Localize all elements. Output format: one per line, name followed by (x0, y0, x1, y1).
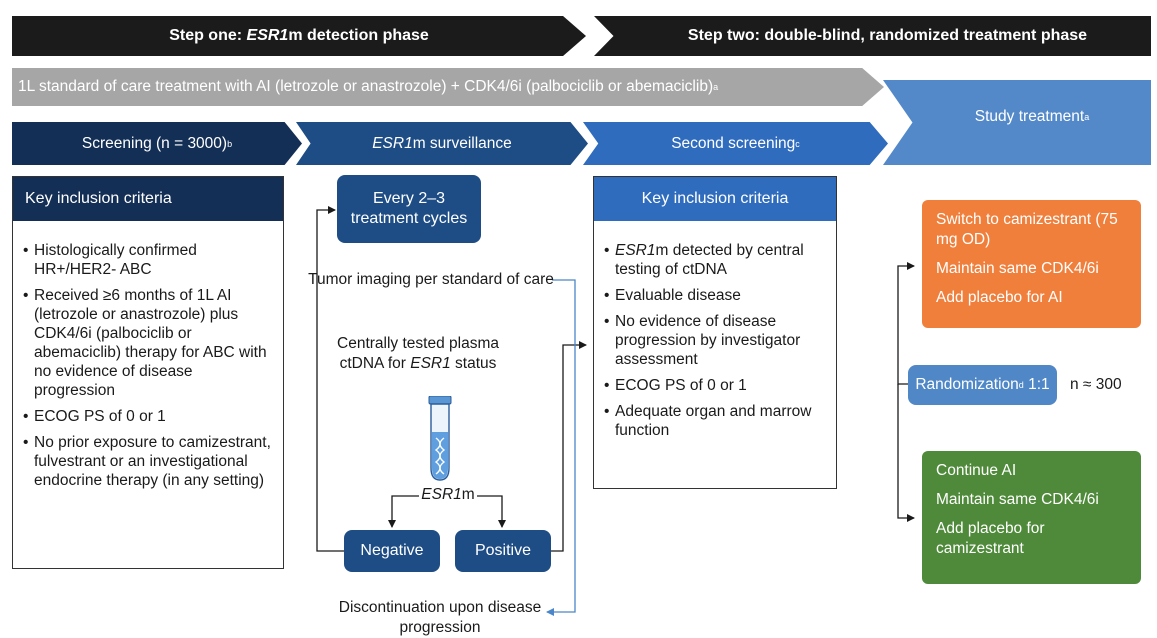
list-item: ECOG PS of 0 or 1 (604, 376, 826, 395)
screening-label: Screening (n = 3000) (81, 134, 228, 152)
right-criteria-list: ESR1m detected by central testing of ctD… (594, 241, 836, 440)
discontinuation-text: Discontinuation upon disease progression (338, 599, 542, 636)
ai-arm: Continue AI Maintain same CDK4/6i Add pl… (922, 451, 1141, 584)
list-item: ESR1m detected by central testing of ctD… (604, 241, 826, 279)
list-item: Histologically confirmed HR+/HER2- ABC (23, 241, 273, 279)
step-one-prefix: Step one: (169, 27, 247, 44)
screening-sup: b (227, 138, 233, 149)
screening-step: Screening (n = 3000)b (12, 122, 302, 165)
step-one-suffix: m detection phase (288, 27, 429, 44)
list-item: Evaluable disease (604, 286, 826, 305)
esr1m-italic: ESR1 (421, 486, 462, 503)
arm-line: Add placebo for AI (936, 289, 1063, 306)
surveillance-italic: ESR1 (372, 134, 413, 152)
right-criteria-heading: Key inclusion criteria (594, 177, 836, 221)
standard-care-band: 1L standard of care treatment with AI (l… (12, 68, 884, 106)
study-treatment-label: Study treatment (974, 107, 1085, 125)
step-two-header: Step two: double-blind, randomized treat… (594, 16, 1151, 56)
ctdna-prefix: Centrally tested plasma ctDNA for (337, 335, 499, 372)
esr1m-suffix: m (461, 486, 475, 503)
criteria-italic: ESR1 (615, 242, 656, 259)
left-criteria-heading: Key inclusion criteria (13, 177, 283, 221)
arm-line: Add placebo for camizestrant (936, 520, 1045, 557)
sample-size: n ≈ 300 (1070, 376, 1122, 393)
right-criteria-box: Key inclusion criteria ESR1m detected by… (593, 176, 837, 489)
second-screening-label: Second screening (671, 134, 796, 152)
study-treatment-sup: a (1084, 111, 1090, 122)
list-item: Adequate organ and marrow function (604, 402, 826, 440)
negative-box: Negative (344, 530, 440, 572)
list-item: ECOG PS of 0 or 1 (23, 407, 273, 426)
surveillance-label: m surveillance (412, 134, 512, 152)
step-one-italic: ESR1 (246, 27, 289, 44)
list-item: No evidence of disease progression by in… (604, 312, 826, 369)
randomization-label: Randomization (915, 376, 1019, 393)
standard-care-text: 1L standard of care treatment with AI (l… (18, 78, 714, 95)
step-two-label: Step two: double-blind, randomized treat… (687, 27, 1088, 44)
left-criteria-box: Key inclusion criteria Histologically co… (12, 176, 284, 569)
list-item: No prior exposure to camizestrant, fulve… (23, 433, 273, 490)
arm-line: Continue AI (936, 462, 1017, 479)
arm-line: Switch to camizestrant (75 mg OD) (936, 211, 1118, 248)
positive-box: Positive (455, 530, 551, 572)
test-tube-icon (423, 395, 457, 482)
randomization-ratio: 1:1 (1023, 376, 1050, 393)
arm-line: Maintain same CDK4/6i (936, 491, 1099, 508)
cycle-box: Every 2–3 treatment cycles (337, 175, 481, 243)
left-criteria-list: Histologically confirmed HR+/HER2- ABC R… (13, 241, 283, 490)
camizestrant-arm: Switch to camizestrant (75 mg OD) Mainta… (922, 200, 1141, 328)
ctdna-suffix: status (450, 355, 497, 372)
randomization-sup: d (1018, 380, 1024, 390)
list-item: Received ≥6 months of 1L AI (letrozole o… (23, 286, 273, 400)
arm-line: Maintain same CDK4/6i (936, 260, 1099, 277)
ctdna-text: Centrally tested plasma ctDNA for ESR1 s… (318, 334, 518, 374)
criteria-suffix: m detected by central testing of ctDNA (615, 242, 804, 278)
esr1m-label: ESR1m (415, 485, 481, 505)
ctdna-italic: ESR1 (410, 355, 451, 372)
imaging-text: Tumor imaging per standard of care (308, 271, 554, 288)
standard-care-sup: a (713, 82, 719, 92)
second-screening-sup: c (795, 138, 800, 149)
